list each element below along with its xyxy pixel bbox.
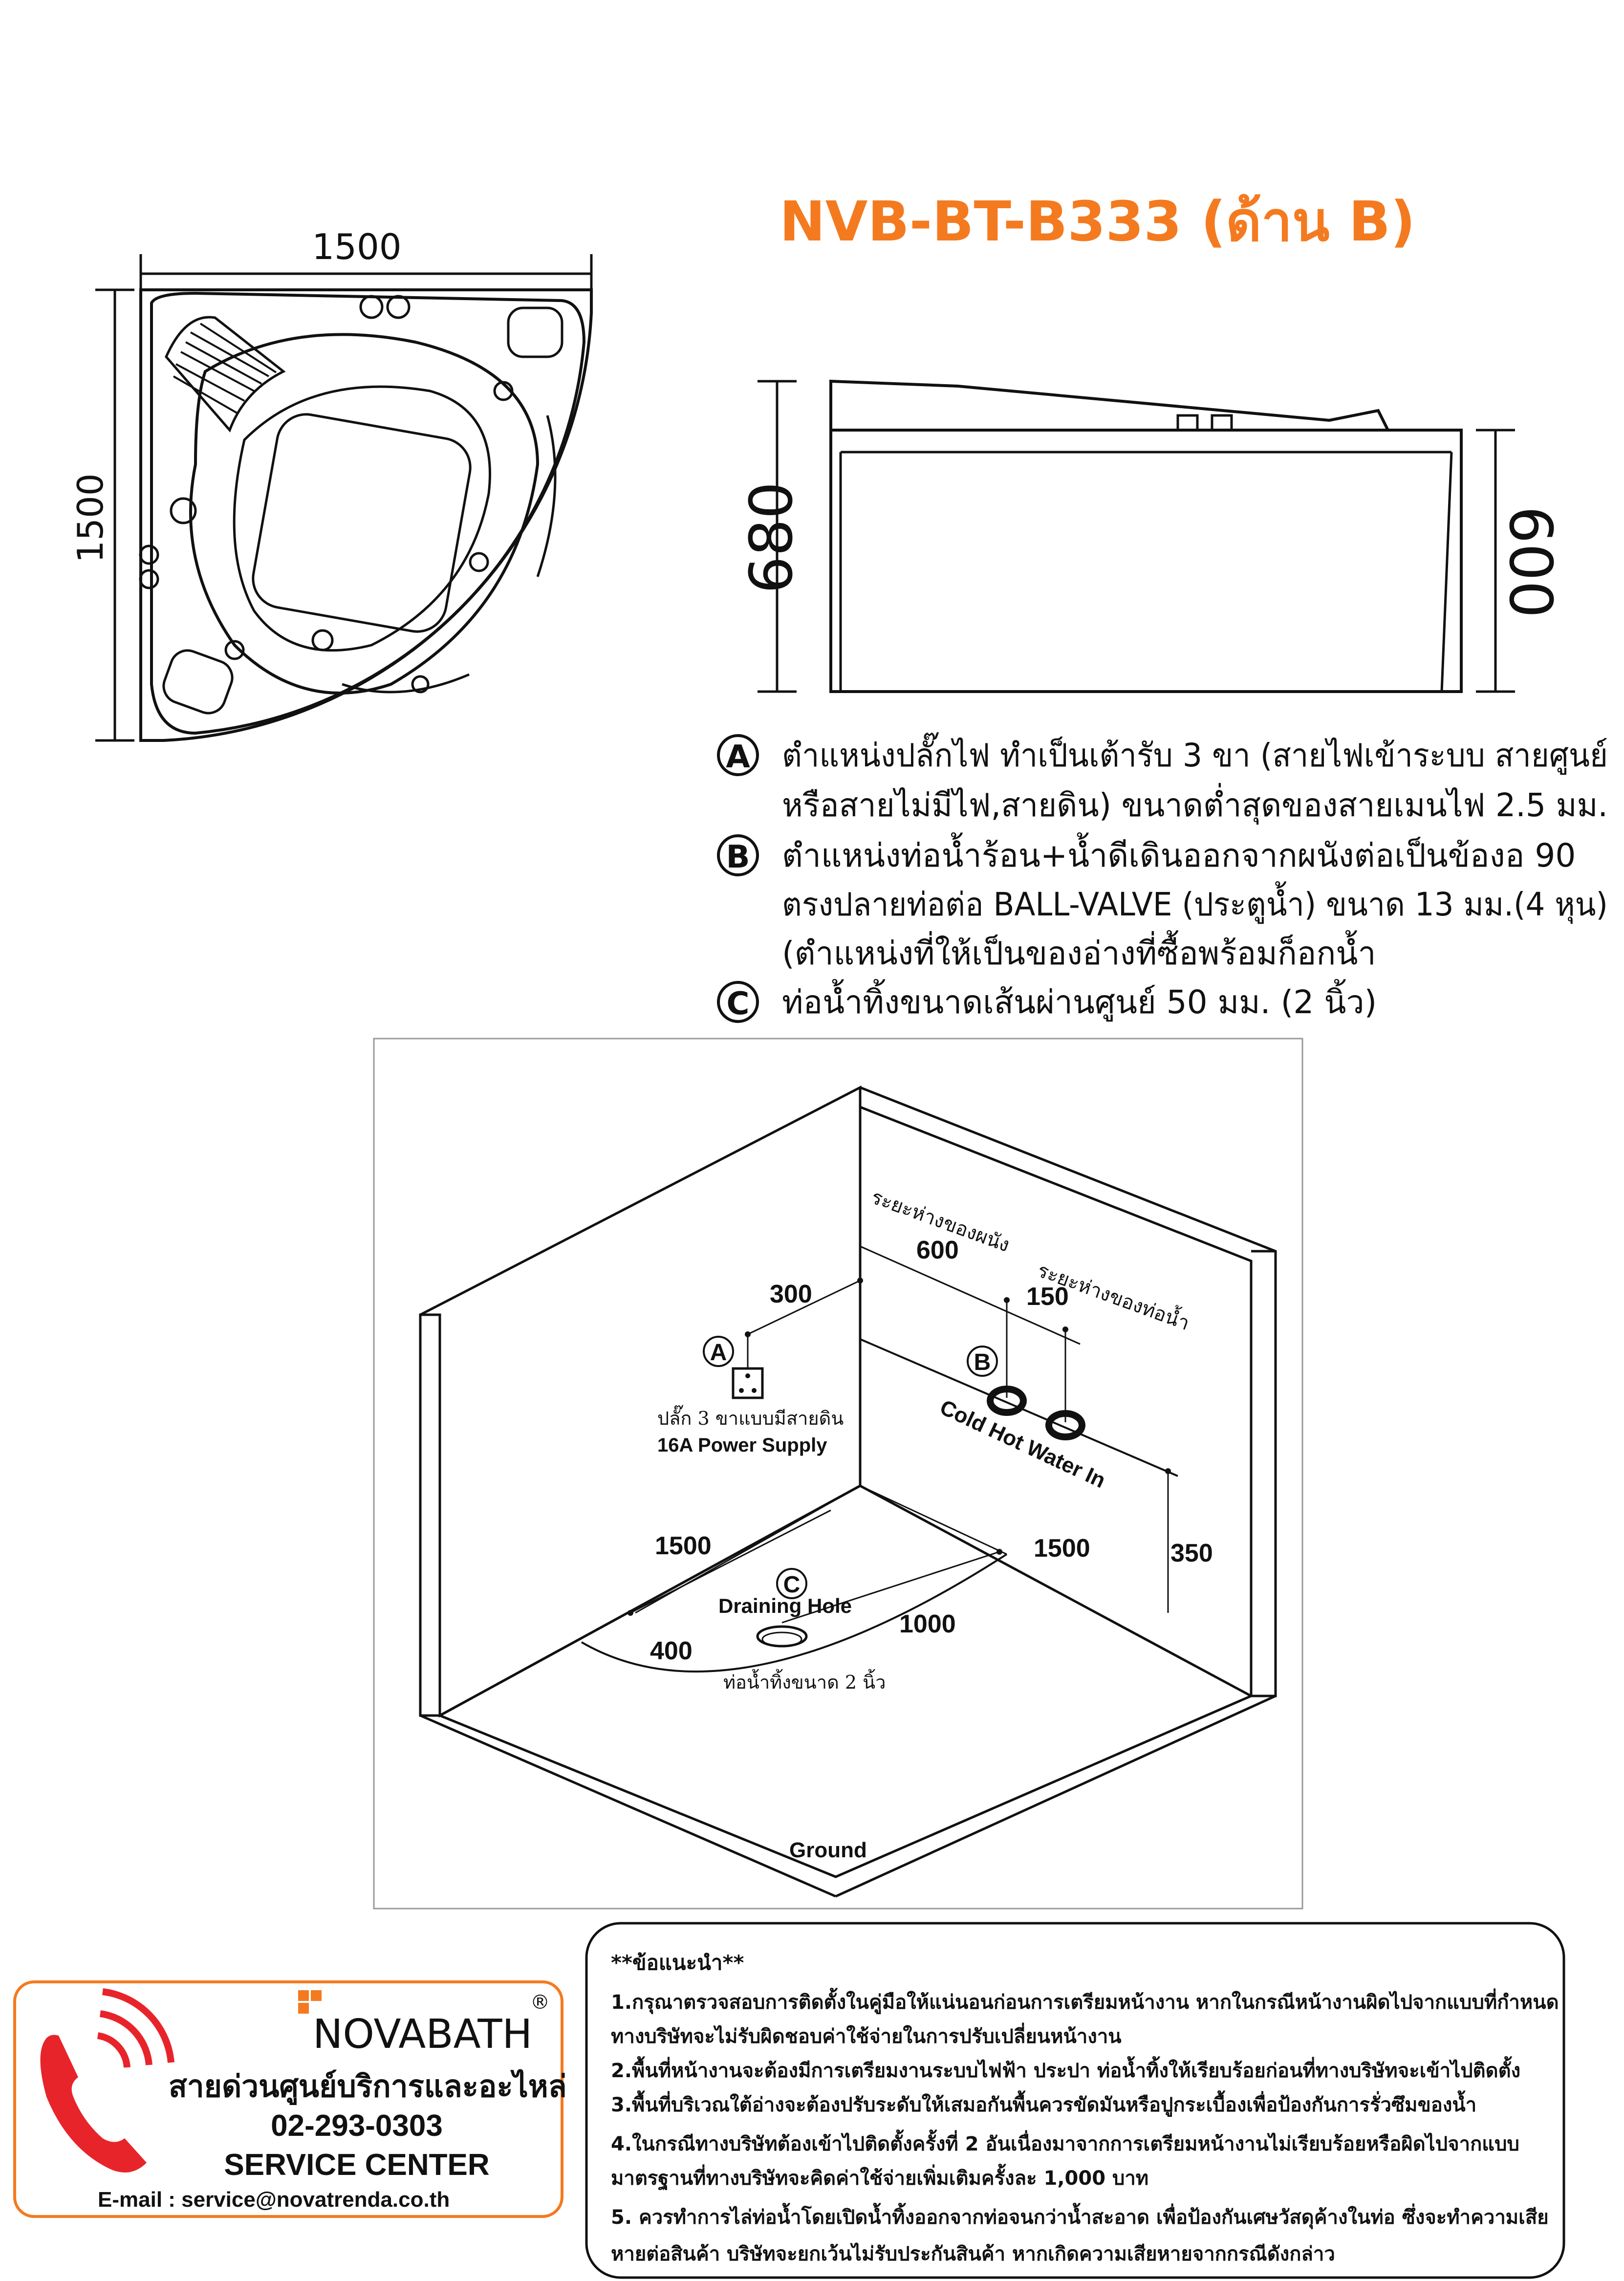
note-c-marker: C <box>727 986 750 1022</box>
installation-diagram: A B C ระยะห่างของผนัง ระยะห่างของท่อน้ำ … <box>373 1038 1303 1910</box>
dim-150-label: 150 <box>1026 1282 1069 1311</box>
novabath-logo-mark <box>298 1990 322 2014</box>
note-c: C ท่อน้ำทิ้งขนาดเส้นผ่านศูนย์ 50 มม. (2 … <box>717 979 1377 1023</box>
advice-box-frame <box>585 1922 1565 2279</box>
advice-heading: **ข้อแนะนำ** <box>611 1951 744 1975</box>
notes-list: A ตำแหน่งปลั๊กไฟ ทำเป็นเต้ารับ 3 ขา (สาย… <box>717 732 1608 1023</box>
top-depth-label: 1500 <box>70 473 111 563</box>
advice-box: **ข้อแนะนำ** 1.กรุณาตรวจสอบการติดตั้งในค… <box>585 1922 1565 2279</box>
power-socket-icon <box>732 1367 764 1399</box>
dim-350-label: 350 <box>1170 1539 1213 1567</box>
note-a-line-1: ตำแหน่งปลั๊กไฟ ทำเป็นเต้ารับ 3 ขา (สายไฟ… <box>782 732 1608 775</box>
service-box: NOVABATH ® สายด่วนศูนย์บริการและอะไหล่ 0… <box>13 1980 567 2218</box>
drain-label: Draining Hole <box>718 1594 852 1617</box>
note-b-marker: B <box>726 839 750 875</box>
note-b-line-3: (ตำแหน่งที่ให้เป็นของอ่างที่ซื้อพร้อมก็อ… <box>782 930 1376 972</box>
advice-line-2: ทางบริษัทจะไม่รับผิดชอบค่าใช้จ่ายในการปร… <box>611 2022 1122 2048</box>
dim-1500-left-label: 1500 <box>655 1532 712 1560</box>
plug-label: ปลั๊ก 3 ขาแบบมีสายดิน <box>657 1405 844 1429</box>
registered-mark: ® <box>530 1991 550 2014</box>
note-a-line-2: หรือสายไม่มีไฟ,สายดิน) ขนาดต่ำสุดของสายเ… <box>782 783 1608 825</box>
advice-line-6: มาตรฐานที่ทางบริษัทจะคิดค่าใช้จ่ายเพิ่มเ… <box>611 2164 1148 2191</box>
hotline-label: สายด่วนศูนย์บริการและอะไหล่ <box>169 2068 567 2105</box>
page-title: NVB-BT-B333 (ด้าน B) <box>780 190 1415 254</box>
drain-size-label: ท่อน้ำทิ้งขนาด 2 นิ้ว <box>723 1669 886 1693</box>
install-marker-c: C <box>783 1572 801 1598</box>
note-b: B ตำแหน่งท่อน้ำร้อน+น้ำดีเดินออกจากผนังต… <box>717 832 1608 972</box>
advice-line-3: 2.พื้นที่หน้างานจะต้องมีการเตรียมงานระบบ… <box>611 2056 1520 2082</box>
advice-line-1: 1.กรุณาตรวจสอบการติดตั้งในคู่มือให้แน่นอ… <box>611 1988 1559 2015</box>
power-supply-label: 16A Power Supply <box>657 1434 827 1456</box>
service-box-frame <box>13 1980 563 2218</box>
dim-300-label: 300 <box>770 1280 812 1308</box>
side-left-height-label: 680 <box>738 481 806 593</box>
note-b-line-1: ตำแหน่งท่อน้ำร้อน+น้ำดีเดินออกจากผนังต่อ… <box>782 832 1576 874</box>
advice-line-4: 3.พื้นที่บริเวณใต้อ่างจะต้องปรับระดับให้… <box>611 2090 1476 2117</box>
dim-600-label: 600 <box>916 1236 959 1264</box>
install-marker-a: A <box>710 1340 727 1366</box>
side-view-drawing: 680 600 <box>738 379 1564 693</box>
note-b-line-2: ตรงปลายท่อต่อ BALL-VALVE (ประตูน้ำ) ขนาด… <box>782 881 1608 924</box>
hot-water-inlet-icon <box>1045 1410 1085 1440</box>
advice-line-5: 4.ในกรณีทางบริษัทต้องเข้าไปติดตั้งครั้งท… <box>611 2129 1519 2155</box>
advice-line-7: 5. ควรทำการไล่ท่อน้ำโดยเปิดน้ำทิ้งออกจาก… <box>611 2203 1549 2230</box>
top-view-drawing: 1500 1500 <box>70 226 593 742</box>
dim-1500-right-label: 1500 <box>1034 1534 1090 1563</box>
cold-water-inlet-icon <box>987 1386 1027 1416</box>
hotline-phone: 02-293-0303 <box>271 2109 443 2143</box>
side-right-height-label: 600 <box>1496 506 1564 618</box>
note-a-marker: A <box>726 739 750 775</box>
installation-frame <box>373 1038 1303 1910</box>
install-marker-b: B <box>974 1349 991 1375</box>
service-email: E-mail : service@novatrenda.co.th <box>98 2188 450 2212</box>
note-c-line-1: ท่อน้ำทิ้งขนาดเส้นผ่านศูนย์ 50 มม. (2 นิ… <box>782 979 1377 1022</box>
note-a: A ตำแหน่งปลั๊กไฟ ทำเป็นเต้ารับ 3 ขา (สาย… <box>717 732 1608 825</box>
phone-icon <box>40 1988 174 2172</box>
dim-400-label: 400 <box>650 1637 693 1665</box>
advice-line-8: หายต่อสินค้า บริษัทจะยกเว้นไม่รับประกันส… <box>611 2242 1335 2265</box>
service-center-label: SERVICE CENTER <box>224 2148 489 2182</box>
top-width-label: 1500 <box>312 226 401 267</box>
ground-label: Ground <box>789 1838 867 1862</box>
brand-name: NOVABATH <box>313 2011 532 2058</box>
dim-1000-label: 1000 <box>899 1610 956 1638</box>
